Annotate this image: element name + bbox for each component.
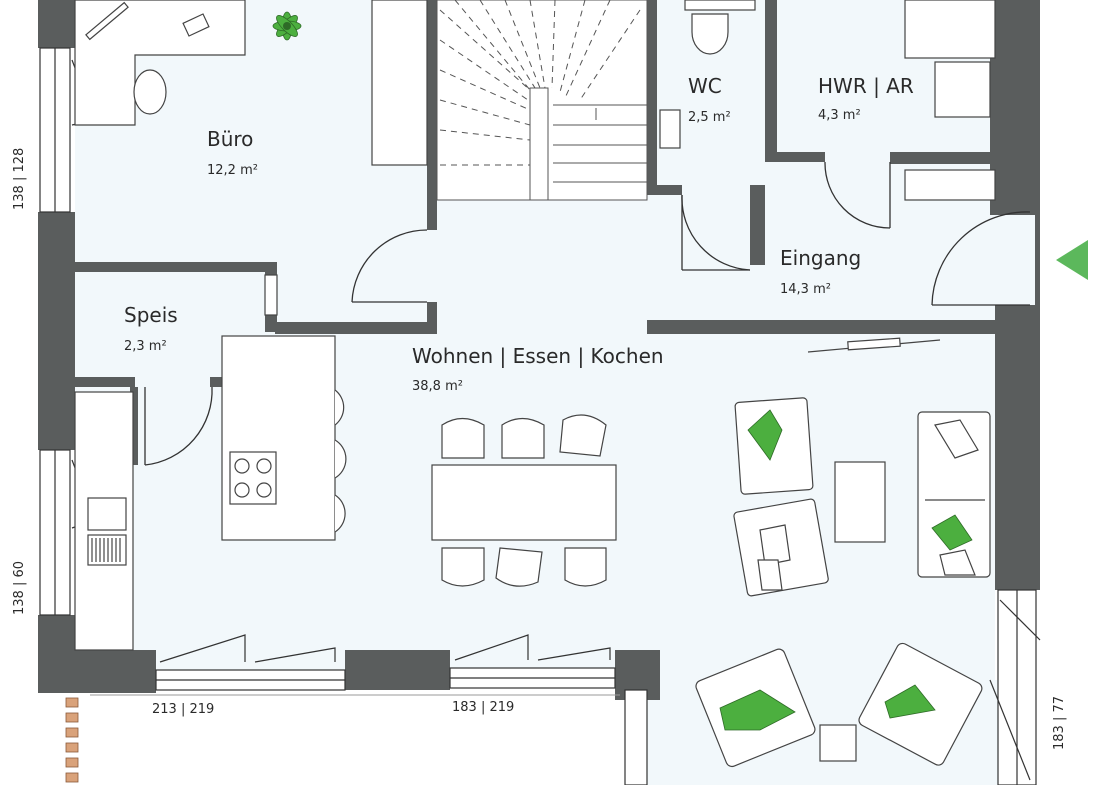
sofa-icon bbox=[917, 411, 991, 578]
hwr-fixtures bbox=[904, 0, 996, 201]
kitchen bbox=[74, 274, 347, 651]
entrance-arrow-icon bbox=[1056, 240, 1088, 280]
toilet-icon bbox=[659, 0, 756, 149]
room-area-hwr: 4,3 m² bbox=[818, 108, 861, 123]
room-area-speis: 2,3 m² bbox=[124, 339, 167, 354]
windows bbox=[39, 47, 1037, 785]
living-furniture bbox=[695, 337, 991, 768]
dimension-left-top: 138 | 128 bbox=[12, 147, 27, 210]
dining-set bbox=[431, 414, 617, 587]
sink-icon bbox=[87, 534, 127, 566]
terrace-edging bbox=[65, 697, 79, 783]
doors bbox=[144, 161, 1031, 466]
chair-icon bbox=[441, 414, 607, 587]
room-name-speis: Speis bbox=[124, 303, 178, 327]
dimension-left-bottom: 138 | 60 bbox=[12, 561, 27, 615]
room-name-eingang: Eingang bbox=[780, 246, 862, 270]
room-area-buero: 12,2 m² bbox=[207, 163, 258, 178]
room-name-wohnen: Wohnen | Essen | Kochen bbox=[412, 344, 664, 368]
dimension-bottom-left: 213 | 219 bbox=[152, 702, 215, 717]
room-area-wc: 2,5 m² bbox=[688, 110, 731, 125]
stove-icon bbox=[229, 451, 277, 505]
room-name-buero: Büro bbox=[207, 127, 254, 151]
staircase bbox=[436, 0, 648, 201]
office-furniture bbox=[74, 0, 428, 166]
room-area-wohnen: 38,8 m² bbox=[412, 379, 463, 394]
room-area-eingang: 14,3 m² bbox=[780, 282, 831, 297]
dimension-bottom-mid: 183 | 219 bbox=[452, 700, 515, 715]
plant-icon bbox=[272, 11, 302, 41]
room-name-wc: WC bbox=[688, 74, 722, 98]
dimension-right-bottom: 183 | 77 bbox=[1052, 696, 1067, 750]
room-name-hwr: HWR | AR bbox=[818, 74, 914, 98]
